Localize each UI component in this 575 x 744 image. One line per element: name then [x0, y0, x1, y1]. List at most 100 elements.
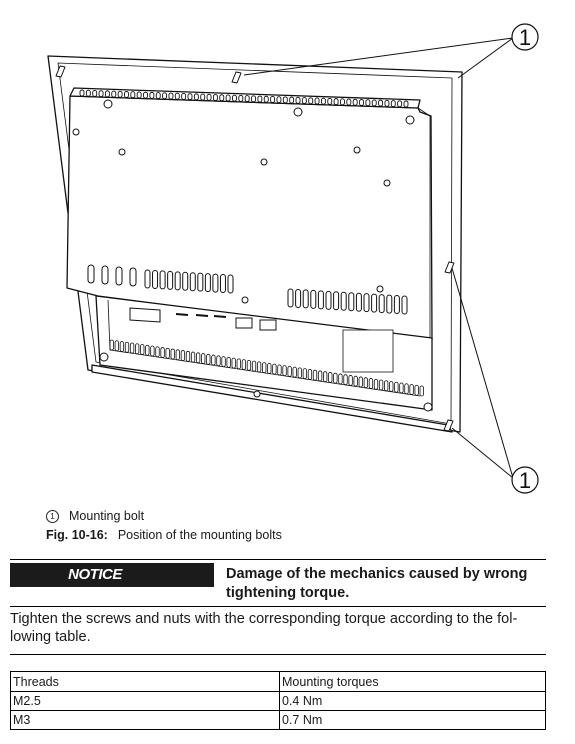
- table-row: M3 0.7 Nm: [10, 710, 546, 730]
- vent-slot: [149, 91, 155, 99]
- vent-slot: [190, 351, 196, 363]
- vent-slot: [272, 363, 277, 375]
- vent-slot: [301, 97, 307, 104]
- notice-text: Damage of the mechanics caused by wrong …: [226, 565, 546, 603]
- vent-slot: [92, 89, 98, 97]
- vent-slot: [384, 380, 389, 392]
- cell-torque: 0.7 Nm: [279, 710, 546, 730]
- vent-slot: [189, 272, 196, 292]
- notice-line-1: Damage of the mechanics caused by wrong: [226, 566, 528, 582]
- vent-slot: [320, 97, 326, 105]
- instruction-paragraph: Tighten the screws and nuts with the cor…: [10, 611, 518, 645]
- vent-slot: [200, 93, 206, 101]
- divider: [10, 559, 546, 560]
- vent-slot: [201, 353, 206, 364]
- vent-slot: [241, 359, 247, 371]
- vent-slot: [317, 290, 324, 310]
- vent-slot: [135, 343, 140, 355]
- cell-thread: M3: [10, 710, 280, 730]
- mounting-bolt: [55, 65, 455, 432]
- vent-slot: [170, 348, 175, 360]
- vent-slot: [307, 369, 313, 380]
- vent-slot: [109, 339, 114, 351]
- vent-slot: [371, 99, 377, 107]
- vent-slot: [180, 350, 186, 361]
- vent-slot: [389, 381, 394, 392]
- vent-slot: [145, 344, 150, 356]
- vent-slot: [404, 383, 409, 395]
- vent-slot: [287, 365, 292, 377]
- cell-torque: 0.4 Nm: [279, 691, 546, 711]
- vent-slot: [373, 378, 379, 390]
- vent-slot: [262, 362, 267, 374]
- vent-slot: [114, 340, 119, 352]
- vent-slot: [343, 374, 348, 386]
- figure-legend: 1 Mounting bolt: [46, 509, 144, 523]
- vent-slot: [238, 94, 244, 102]
- vent-slot: [219, 274, 226, 294]
- vent-slot: [297, 367, 302, 379]
- vent-slot: [363, 377, 368, 389]
- vent-slot: [325, 290, 332, 310]
- vent-slot: [276, 96, 282, 104]
- vent-slot: [175, 349, 180, 361]
- vent-slot: [204, 273, 211, 293]
- vent-slot: [104, 90, 110, 98]
- vent-slot: [212, 94, 218, 101]
- vent-slot: [289, 96, 295, 104]
- vent-slot: [155, 346, 160, 358]
- vent-slot: [174, 92, 180, 100]
- vent-slot: [117, 90, 123, 98]
- vent-slot: [160, 347, 165, 358]
- vent-slot: [346, 98, 352, 106]
- vent-slot: [393, 295, 400, 315]
- vent-slot: [328, 372, 333, 383]
- vent-slot: [282, 96, 288, 104]
- vent-slot: [355, 292, 362, 312]
- vent-slot: [101, 265, 109, 285]
- callout-1-bottom: [511, 466, 539, 494]
- callout-1-bottom-label: 1: [519, 468, 531, 493]
- vent-slot: [333, 98, 339, 106]
- vent-slot: [119, 341, 125, 352]
- vent-slot: [256, 361, 262, 373]
- vent-slot: [152, 269, 159, 289]
- vent-slot: [140, 344, 145, 355]
- vent-slot: [211, 354, 216, 366]
- vent-slot: [155, 92, 161, 100]
- vent-slot: [150, 345, 155, 357]
- table-header-row: Threads Mounting torques: [10, 671, 546, 692]
- vent-slot: [419, 385, 424, 397]
- vent-slot: [310, 289, 317, 309]
- notice-line-2: tightening torque.: [226, 585, 350, 601]
- lower-housing: [95, 295, 433, 411]
- vent-slot: [409, 384, 414, 395]
- vent-slot: [187, 93, 193, 101]
- vent-slot: [338, 373, 343, 385]
- notice-label: NOTICE: [10, 563, 214, 587]
- vent-slot: [129, 267, 137, 287]
- torque-table: Threads Mounting torques M2.5 0.4 Nm M3 …: [10, 671, 546, 730]
- vent-slot: [295, 288, 302, 308]
- vent-slot: [129, 342, 135, 354]
- vent-slot: [323, 371, 328, 383]
- vent-slot: [348, 375, 353, 386]
- vent-slot: [193, 93, 199, 101]
- vent-slot: [270, 96, 276, 103]
- vent-slot: [340, 98, 345, 106]
- vent-slot: [333, 372, 338, 384]
- vent-slot: [312, 369, 318, 381]
- vent-slot: [397, 100, 403, 108]
- vent-slot: [353, 375, 358, 387]
- vent-slot: [386, 294, 393, 314]
- vent-slot: [85, 89, 91, 97]
- vent-slot: [212, 273, 219, 293]
- vent-slot: [371, 293, 378, 313]
- vent-slot: [221, 356, 226, 367]
- vent-slot: [399, 382, 404, 394]
- vent-slot: [352, 98, 358, 106]
- vent-slot: [225, 94, 231, 102]
- vent-slot: [378, 379, 384, 391]
- vent-slot: [144, 269, 151, 289]
- mounting-bolts-figure: 1 1: [47, 23, 539, 494]
